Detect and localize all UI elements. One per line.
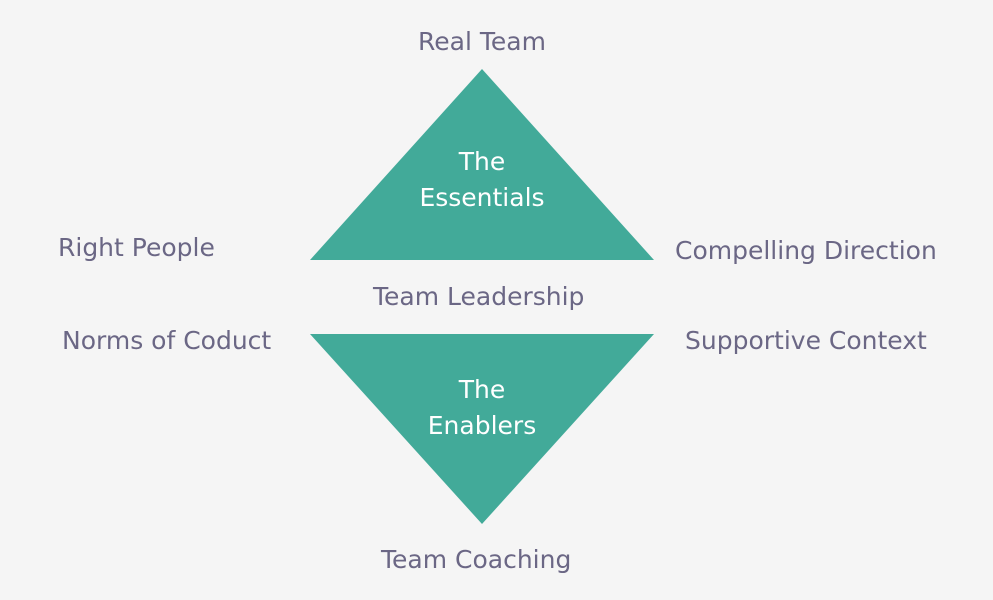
label-team-leadership: Team Leadership xyxy=(373,282,585,311)
label-right-people: Right People xyxy=(58,233,215,262)
enablers-triangle xyxy=(310,334,654,524)
enablers-line-2: Enablers xyxy=(427,411,537,440)
label-norms-of-conduct: Norms of Coduct xyxy=(62,326,272,355)
essentials-line-1: The xyxy=(458,147,506,176)
enablers-label: The Enablers xyxy=(382,372,582,444)
essentials-triangle xyxy=(310,69,654,260)
enablers-line-1: The xyxy=(458,375,506,404)
label-supportive-context: Supportive Context xyxy=(685,326,927,355)
label-real-team: Real Team xyxy=(418,27,546,56)
label-team-coaching: Team Coaching xyxy=(381,545,572,574)
essentials-line-2: Essentials xyxy=(419,183,545,212)
essentials-label: The Essentials xyxy=(382,144,582,216)
label-compelling-direction: Compelling Direction xyxy=(675,236,937,265)
